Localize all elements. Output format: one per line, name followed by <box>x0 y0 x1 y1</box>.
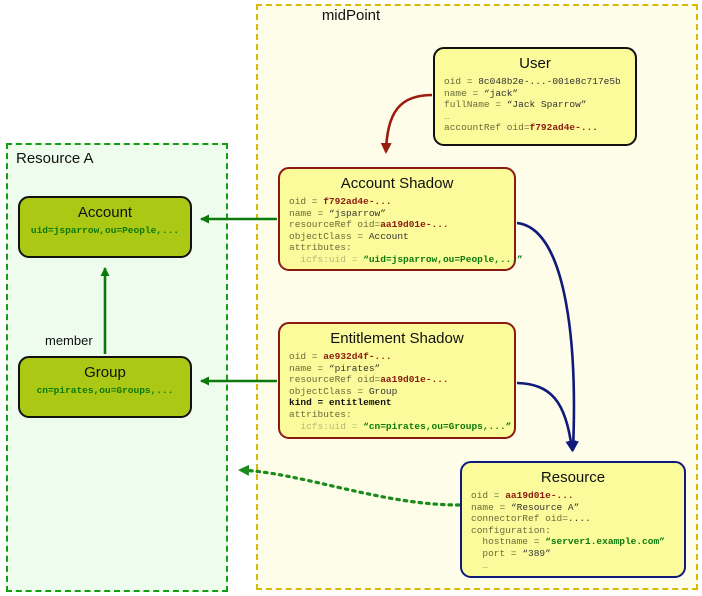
property-key: port = <box>471 547 523 559</box>
property-value: “jack” <box>483 87 519 99</box>
property-line: resourceRef oid=aa19d01e-... <box>289 374 514 386</box>
edge-label-member: member <box>45 333 93 348</box>
property-key: oid = <box>471 490 506 501</box>
node-entitlement-shadow[interactable]: Entitlement Shadow oid = ae932d4f-...nam… <box>278 322 516 439</box>
property-value: Account <box>368 230 409 242</box>
property-key: oid = <box>289 196 324 207</box>
property-key: kind = entitlement <box>289 397 392 409</box>
property-line: attributes: <box>289 409 514 421</box>
property-value: f792ad4e-... <box>323 196 392 207</box>
property-key: connectorRef oid= <box>471 513 568 525</box>
property-key: objectClass = <box>289 230 369 242</box>
property-line: objectClass = Group <box>289 386 514 398</box>
property-value: “Jack Sparrow” <box>506 99 587 111</box>
property-value: aa19d01e-... <box>380 374 449 386</box>
property-key: fullName = <box>444 99 507 111</box>
node-resource[interactable]: Resource oid = aa19d01e-...name = “Resou… <box>460 461 686 578</box>
property-line: … <box>471 560 684 572</box>
property-key: icfs:uid = <box>289 420 364 432</box>
property-key: attributes: <box>289 242 352 254</box>
node-resource-title: Resource <box>540 469 606 486</box>
property-line: icfs:uid = “uid=jsparrow,ou=People,...” <box>289 253 522 266</box>
property-key: … <box>444 110 450 122</box>
node-account-shadow[interactable]: Account Shadow oid = f792ad4e-...name = … <box>278 167 523 271</box>
property-line: icfs:uid = “cn=pirates,ou=Groups,...” <box>289 421 514 433</box>
property-key: attributes: <box>289 408 352 420</box>
property-key: oid = <box>444 76 479 87</box>
node-group-title: Group <box>84 364 126 381</box>
property-line: name = “jack” <box>444 88 635 100</box>
property-key: name = <box>289 362 329 374</box>
property-line: objectClass = Account <box>289 231 514 243</box>
property-line: oid = f792ad4e-... <box>289 196 514 208</box>
property-line: resourceRef oid=aa19d01e-... <box>289 219 514 231</box>
property-value: “uid=jsparrow,ou=People,...” <box>363 253 523 265</box>
property-line: port = “389” <box>471 548 684 560</box>
property-key: resourceRef oid= <box>289 374 381 386</box>
property-value: aa19d01e-... <box>380 219 449 231</box>
property-key: objectClass = <box>289 385 369 397</box>
property-line: oid = 8c048b2e-...-001e8c717e5b <box>444 76 635 88</box>
property-value: ae932d4f-... <box>323 351 392 362</box>
node-account-title: Account <box>77 204 133 221</box>
property-key: oid = <box>289 351 324 362</box>
property-line: … <box>444 111 635 123</box>
property-value: “pirates” <box>328 362 381 374</box>
property-key: name = <box>471 501 511 513</box>
property-key: name = <box>444 87 484 99</box>
node-account-shadow-title: Account Shadow <box>340 175 454 192</box>
property-line: connectorRef oid=.... <box>471 513 684 525</box>
midpoint-title: midPoint <box>321 7 381 24</box>
property-line: fullName = “Jack Sparrow” <box>444 99 635 111</box>
property-value: “server1.example.com” <box>545 536 665 548</box>
property-line: name = “pirates” <box>289 363 514 375</box>
property-value: aa19d01e-... <box>505 490 574 501</box>
property-line: oid = ae932d4f-... <box>289 351 514 363</box>
property-value: “jsparrow” <box>328 207 386 219</box>
property-key: accountRef oid= <box>444 122 530 134</box>
property-line: hostname = “server1.example.com” <box>471 536 684 548</box>
node-group-detail: cn=pirates,ou=Groups,... <box>36 385 174 396</box>
property-key: resourceRef oid= <box>289 219 381 231</box>
property-value: “cn=pirates,ou=Groups,...” <box>363 420 512 432</box>
property-value: Group <box>368 385 398 397</box>
property-key: icfs:uid = <box>289 253 364 265</box>
node-account[interactable]: Account uid=jsparrow,ou=People,... <box>18 196 192 258</box>
property-line: kind = entitlement <box>289 397 514 409</box>
property-value: 8c048b2e-...-001e8c717e5b <box>478 76 621 87</box>
property-key: hostname = <box>471 536 546 548</box>
node-group[interactable]: Group cn=pirates,ou=Groups,... <box>18 356 192 418</box>
property-line: name = “jsparrow” <box>289 208 514 220</box>
property-line: configuration: <box>471 525 684 537</box>
property-key: … <box>471 559 489 571</box>
node-entitlement-shadow-properties: oid = ae932d4f-...name = “pirates”resour… <box>280 348 514 432</box>
node-user-title: User <box>519 55 551 72</box>
property-line: accountRef oid=f792ad4e-... <box>444 122 635 134</box>
property-line: oid = aa19d01e-... <box>471 490 684 502</box>
node-entitlement-shadow-title: Entitlement Shadow <box>330 330 464 347</box>
property-key: configuration: <box>471 524 551 536</box>
property-line: name = “Resource A” <box>471 502 684 514</box>
property-key: name = <box>289 207 329 219</box>
property-value: .... <box>567 513 591 525</box>
property-value: “Resource A” <box>510 501 580 513</box>
property-line: attributes: <box>289 242 514 254</box>
property-value: f792ad4e-... <box>529 122 598 134</box>
node-account-shadow-properties: oid = f792ad4e-...name = “jsparrow”resou… <box>280 193 523 266</box>
node-resource-properties: oid = aa19d01e-...name = “Resource A”con… <box>462 487 684 571</box>
node-account-detail: uid=jsparrow,ou=People,... <box>30 225 180 236</box>
resource-a-title: Resource A <box>16 150 94 167</box>
property-value: “389” <box>522 547 551 559</box>
